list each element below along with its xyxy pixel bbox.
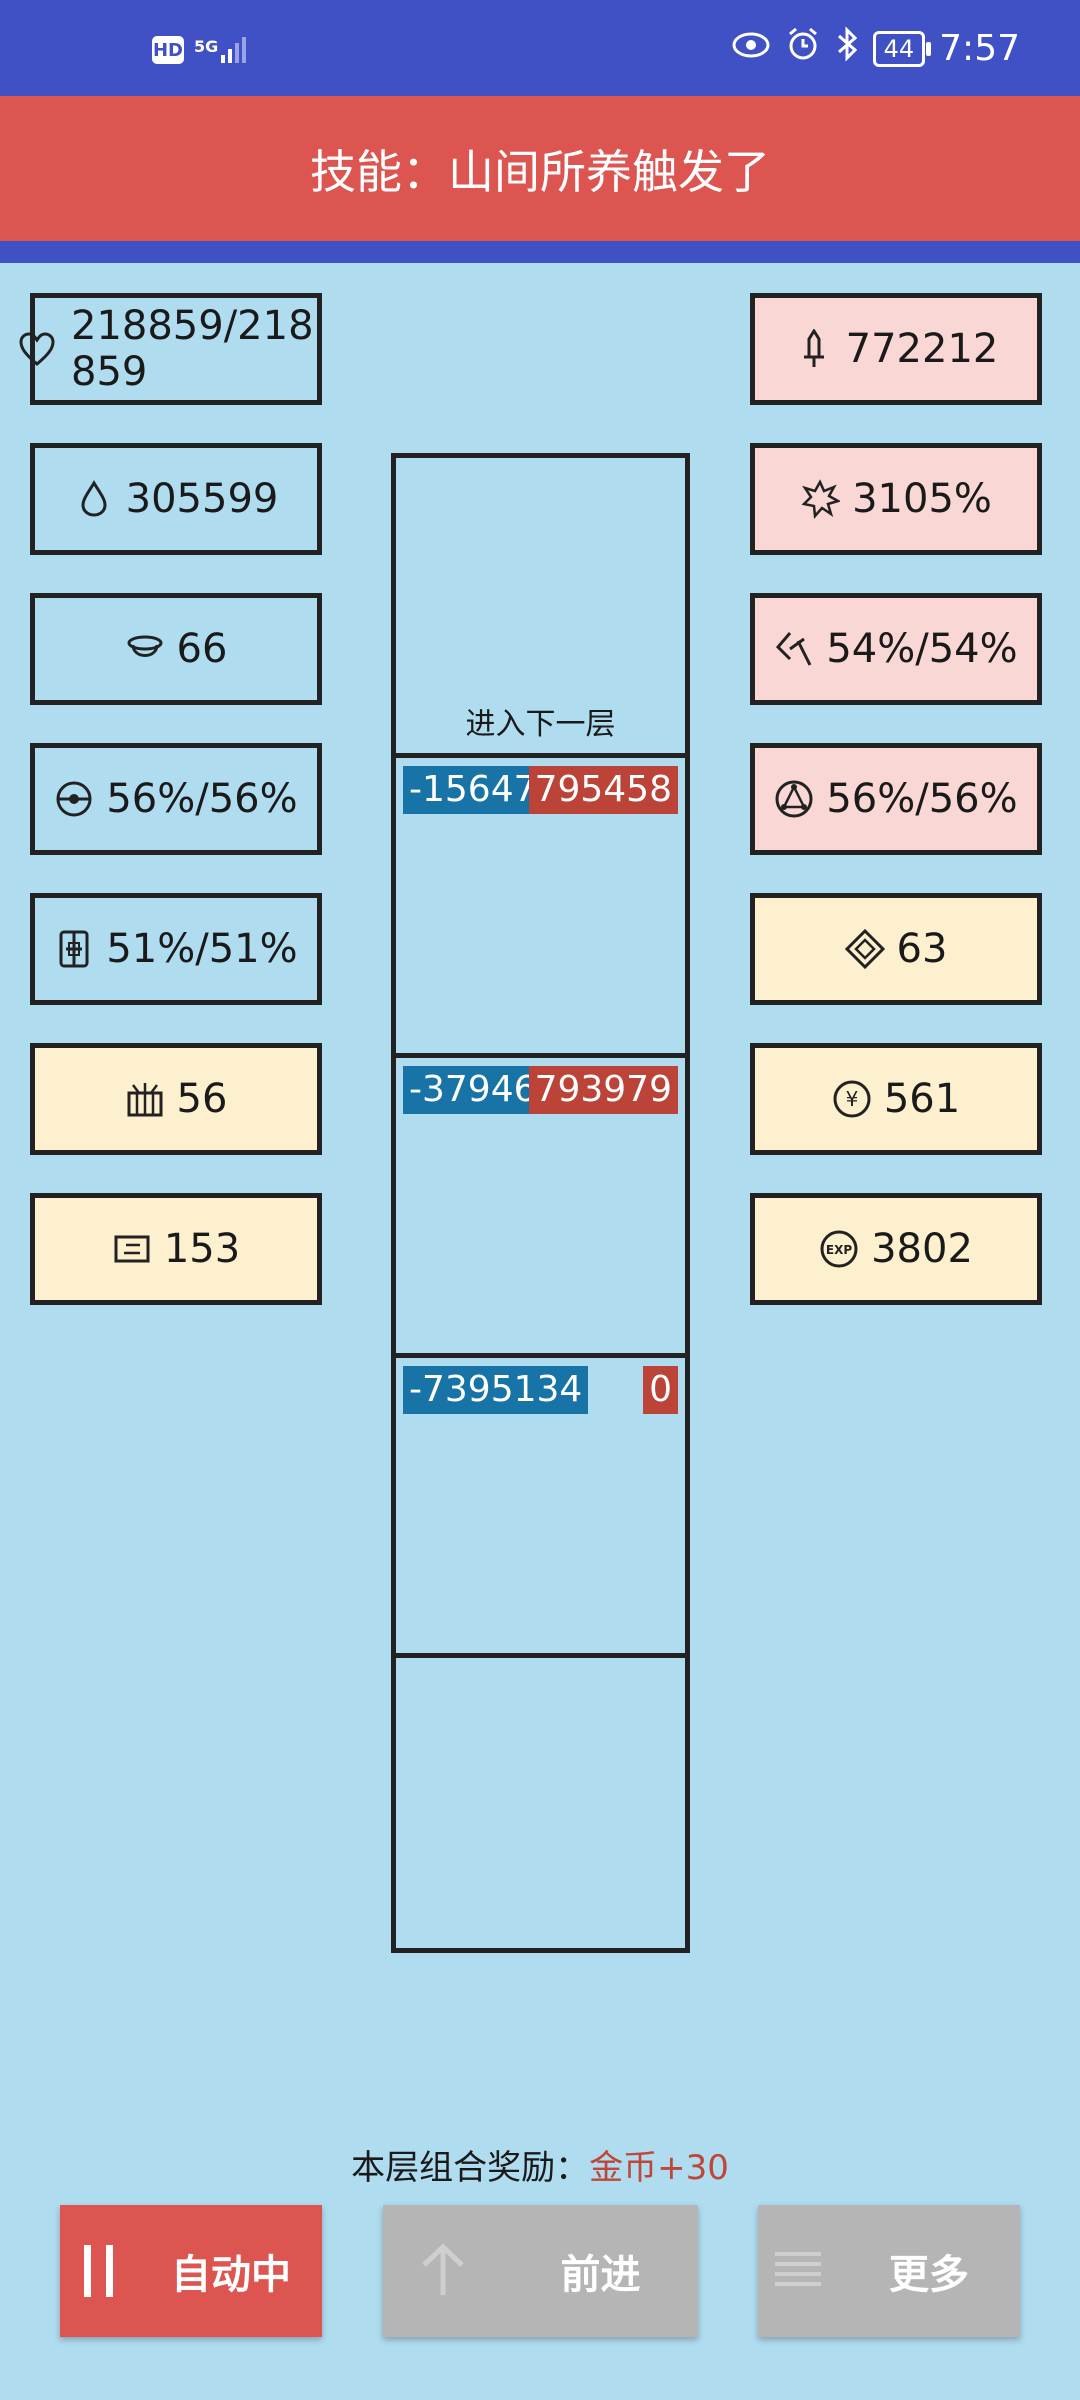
auto-mode-label: 自动中 bbox=[171, 2252, 291, 2298]
stat-crit-damage-value: 3105% bbox=[852, 476, 992, 522]
skill-banner-text: 技能：山间所养触发了 bbox=[310, 144, 770, 199]
tower: 进入下一层 -1564775 795458 -3794633 793979 -7… bbox=[391, 453, 690, 1953]
heart-icon bbox=[17, 330, 57, 370]
stat-crit-rate: 54%/54% bbox=[750, 593, 1042, 705]
yen-coin-icon: ¥ bbox=[832, 1079, 872, 1119]
stat-hp-value: 218859/218859 bbox=[71, 303, 314, 395]
stat-exp: EXP 3802 bbox=[750, 1193, 1042, 1305]
monster-hp-badge: 0 bbox=[643, 1366, 678, 1414]
stat-exp-value: 3802 bbox=[871, 1226, 973, 1272]
stat-card-count-value: 153 bbox=[163, 1226, 241, 1272]
floor-reward: 本层组合奖励：金币+30 bbox=[0, 2140, 1080, 2189]
stat-defense: 66 bbox=[30, 593, 322, 705]
floor-cell-3[interactable]: -7395134 0 bbox=[396, 1358, 685, 1658]
helmet-icon bbox=[125, 629, 165, 669]
floor-cell-2[interactable]: -3794633 793979 bbox=[396, 1058, 685, 1358]
floor-cell-1[interactable]: -1564775 795458 bbox=[396, 758, 685, 1058]
next-floor-cell[interactable]: 进入下一层 bbox=[396, 458, 685, 758]
next-floor-label: 进入下一层 bbox=[465, 707, 616, 742]
stat-chest-value: 56 bbox=[176, 1076, 228, 1122]
floor-reward-value: 金币+30 bbox=[589, 2148, 729, 2188]
svg-text:EXP: EXP bbox=[826, 1243, 852, 1257]
status-right: 44 7:57 bbox=[731, 26, 1020, 71]
stat-attack-value: 772212 bbox=[845, 326, 999, 372]
floor-reward-label: 本层组合奖励： bbox=[351, 2148, 590, 2188]
monster-hp-badge: 795458 bbox=[528, 766, 678, 814]
stat-block: 56%/56% bbox=[30, 743, 322, 855]
burst-icon bbox=[800, 479, 841, 519]
stat-block-value: 56%/56% bbox=[106, 776, 298, 822]
skill-banner: 技能：山间所养触发了 bbox=[0, 96, 1080, 241]
auto-mode-button[interactable]: 自动中 bbox=[60, 2205, 322, 2337]
pause-icon bbox=[60, 2243, 140, 2299]
stat-hp: 218859/218859 bbox=[19, 293, 322, 405]
stat-defense-value: 66 bbox=[176, 626, 228, 672]
forward-button[interactable]: 前进 bbox=[383, 2205, 698, 2337]
card-icon bbox=[112, 1229, 152, 1269]
eye-icon bbox=[731, 28, 771, 69]
floor-cell-current[interactable] bbox=[396, 1658, 685, 1948]
svg-text:¥: ¥ bbox=[845, 1087, 858, 1111]
stat-mana-value: 305599 bbox=[125, 476, 279, 522]
stat-crit-rate-value: 54%/54% bbox=[826, 626, 1018, 672]
gem-icon bbox=[844, 929, 885, 969]
stat-penetration: 56%/56% bbox=[750, 743, 1042, 855]
stat-crit-damage: 3105% bbox=[750, 443, 1042, 555]
slash-icon bbox=[774, 629, 814, 669]
more-label: 更多 bbox=[889, 2252, 969, 2298]
status-left: HD 5G bbox=[152, 36, 247, 64]
stat-armor-value: 51%/51% bbox=[106, 926, 298, 972]
stat-gold: ¥ 561 bbox=[750, 1043, 1042, 1155]
stat-gem: 63 bbox=[750, 893, 1042, 1005]
signal-icon: 5G bbox=[194, 37, 247, 63]
stat-attack: 772212 bbox=[750, 293, 1042, 405]
monster-hp-badge: 793979 bbox=[528, 1066, 678, 1114]
hd-badge: HD bbox=[152, 36, 184, 64]
stat-mana: 305599 bbox=[30, 443, 322, 555]
exp-icon: EXP bbox=[819, 1229, 859, 1269]
stat-armor: 51%/51% bbox=[30, 893, 322, 1005]
stat-gold-value: 561 bbox=[883, 1076, 961, 1122]
forward-label: 前进 bbox=[560, 2252, 641, 2298]
network-label: 5G bbox=[194, 37, 219, 56]
arrow-up-icon bbox=[383, 2243, 503, 2299]
alarm-icon bbox=[785, 26, 821, 71]
banner-divider bbox=[0, 241, 1080, 263]
shield-ring-icon bbox=[54, 779, 94, 819]
sword-icon bbox=[794, 329, 834, 369]
clock: 7:57 bbox=[939, 28, 1020, 69]
stat-gem-value: 63 bbox=[896, 926, 948, 972]
status-bar: HD 5G 44 7:57 bbox=[0, 0, 1080, 96]
chest-icon bbox=[125, 1079, 165, 1119]
stat-penetration-value: 56%/56% bbox=[826, 776, 1018, 822]
droplet-icon bbox=[74, 479, 114, 519]
stat-card-count: 153 bbox=[30, 1193, 322, 1305]
triangle-nodes-icon bbox=[774, 779, 814, 819]
bluetooth-icon bbox=[835, 26, 859, 71]
stat-chest: 56 bbox=[30, 1043, 322, 1155]
battery-icon: 44 bbox=[872, 30, 931, 67]
monster-attack-badge: -7395134 bbox=[403, 1366, 589, 1414]
armor-icon bbox=[54, 929, 94, 969]
more-button[interactable]: 更多 bbox=[758, 2205, 1020, 2337]
menu-icon bbox=[758, 2246, 838, 2296]
